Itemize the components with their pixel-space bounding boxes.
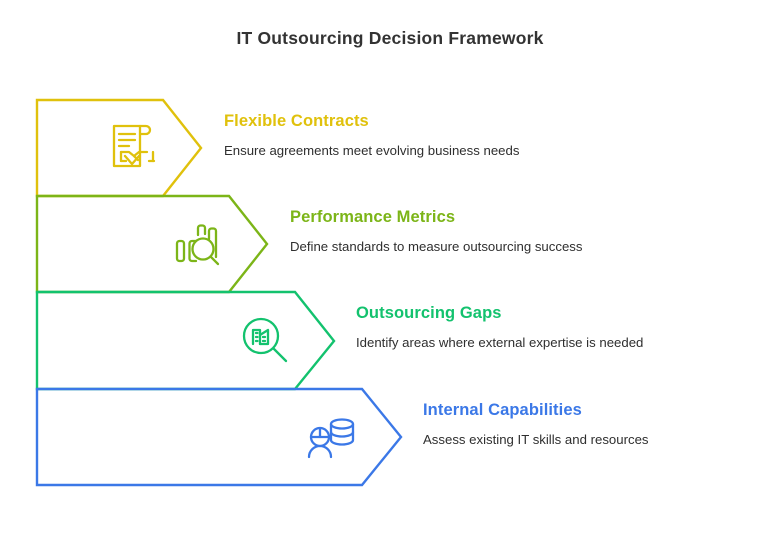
magnifier-building-icon [236,311,294,369]
row-description: Identify areas where external expertise … [356,334,644,350]
person-database-icon [302,409,360,467]
row-text-block: Internal Capabilities Assess existing IT… [423,401,723,449]
row-text-block: Flexible Contracts Ensure agreements mee… [224,112,534,160]
framework-row-flexible-contracts[interactable]: Flexible Contracts Ensure agreements mee… [0,100,780,196]
row-description: Ensure agreements meet evolving business… [224,142,520,158]
row-heading: Outsourcing Gaps [356,304,502,322]
framework-row-performance-metrics[interactable]: Performance Metrics Define standards to … [0,196,780,292]
contract-handshake-icon [104,119,162,177]
row-description: Assess existing IT skills and resources [423,431,649,447]
row-heading: Flexible Contracts [224,112,369,130]
row-heading: Internal Capabilities [423,401,582,419]
framework-row-internal-capabilities[interactable]: Internal Capabilities Assess existing IT… [0,389,780,485]
page-title: IT Outsourcing Decision Framework [236,28,544,48]
row-description: Define standards to measure outsourcing … [290,238,583,254]
bar-chart-magnifier-icon [170,215,228,273]
row-text-block: Performance Metrics Define standards to … [290,208,600,256]
row-heading: Performance Metrics [290,208,456,226]
row-text-block: Outsourcing Gaps Identify areas where ex… [356,304,656,352]
framework-row-outsourcing-gaps[interactable]: Outsourcing Gaps Identify areas where ex… [0,292,780,388]
